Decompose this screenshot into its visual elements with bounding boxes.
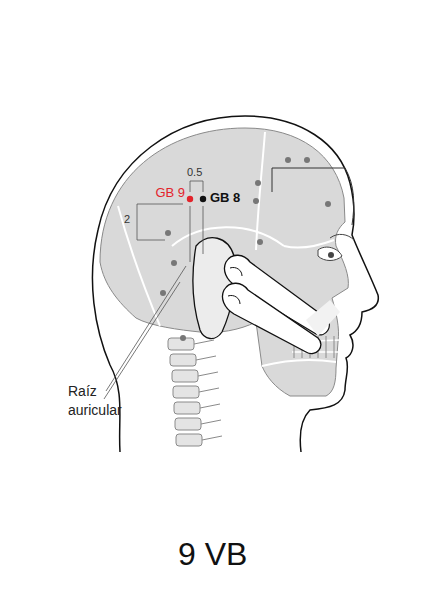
caption: 9 VB <box>178 536 247 573</box>
measure-lines <box>104 181 203 399</box>
head-outline <box>92 116 378 452</box>
point-label: GB 8 <box>210 191 240 206</box>
acupoints <box>187 196 206 202</box>
dimension-label: 2 <box>124 213 130 226</box>
dimension-label: 0.5 <box>187 166 202 179</box>
skull <box>100 128 354 396</box>
part-label: Raíz auricular <box>68 382 140 420</box>
ear-and-hand <box>193 238 340 354</box>
spine <box>168 338 222 446</box>
point-label: GB 9 <box>155 186 185 201</box>
